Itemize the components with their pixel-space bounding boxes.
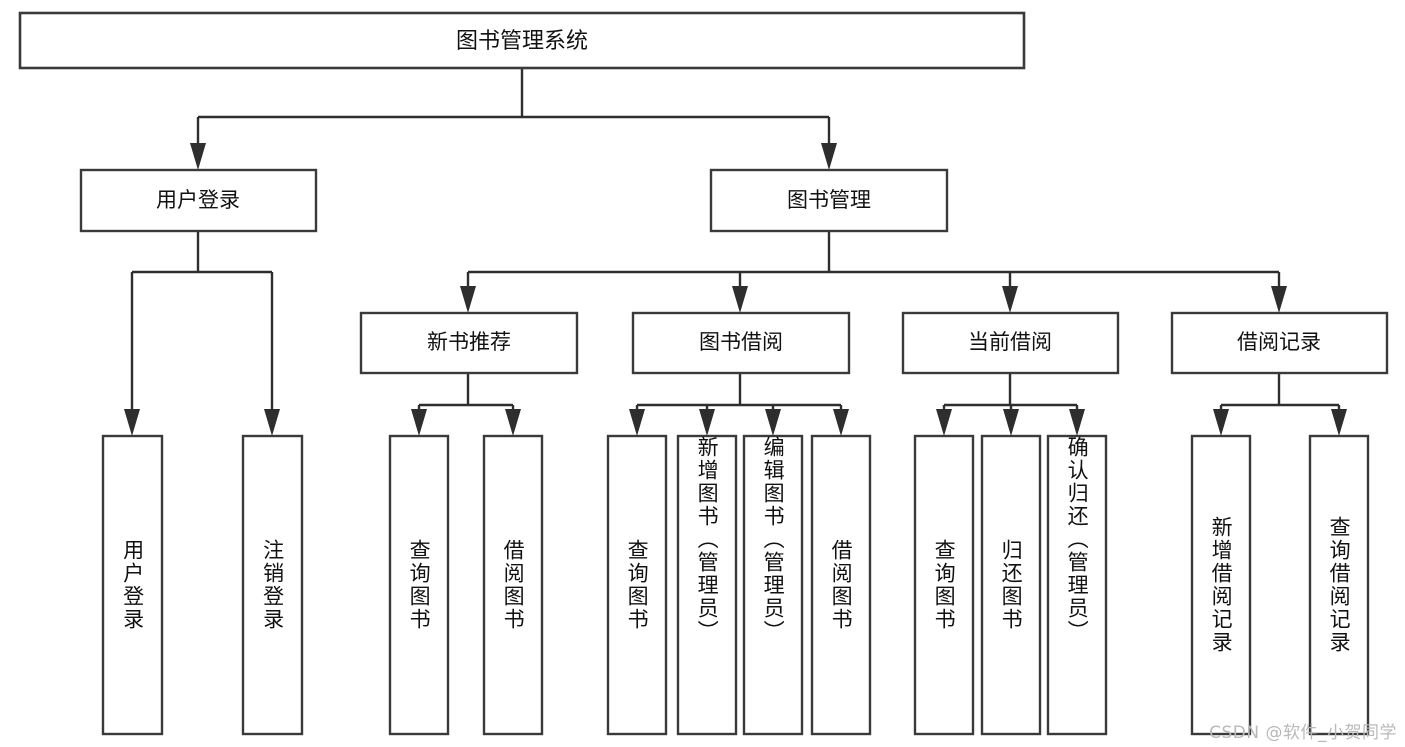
node-book-borrow[interactable]: 图书借阅 <box>631 311 851 375</box>
leaf-box-confirm-return[interactable] <box>1046 434 1108 736</box>
arrow-leaf-return-book <box>1003 409 1019 436</box>
node-new-book-recommend[interactable]: 新书推荐 <box>359 311 579 375</box>
node-new-book-recommend-label: 新书推荐 <box>427 330 511 354</box>
leaf-box-user-login[interactable] <box>101 434 164 736</box>
leaf-box-return-book[interactable] <box>980 434 1042 736</box>
leaf-box-layer <box>101 434 1370 736</box>
node-book-manage[interactable]: 图书管理 <box>709 168 949 233</box>
leaf-box-user-logout[interactable] <box>241 434 304 736</box>
arrow-leaf-edit-book <box>765 409 781 436</box>
node-root-label: 图书管理系统 <box>456 29 588 54</box>
leaf-box-borrow-book-1[interactable] <box>482 434 544 736</box>
arrow-leaf-query-book-2 <box>629 409 645 436</box>
arrow-leaf-user-logout <box>264 409 280 436</box>
arrow-leaf-borrow-book-2 <box>833 409 849 436</box>
arrow-book-manage <box>821 143 837 170</box>
arrow-book-borrow <box>732 286 748 313</box>
node-current-borrow-label: 当前借阅 <box>968 330 1052 354</box>
leaf-box-add-book[interactable] <box>676 434 738 736</box>
node-book-borrow-box[interactable] <box>631 311 851 375</box>
csdn-watermark: CSDN @软件_小贺同学 <box>1209 723 1397 743</box>
arrow-current-borrow <box>1002 286 1018 313</box>
node-current-borrow-box[interactable] <box>901 311 1120 375</box>
leaf-box-add-record[interactable] <box>1190 434 1252 736</box>
arrow-leaf-query-book-3 <box>936 409 952 436</box>
arrow-leaf-query-book-1 <box>411 409 427 436</box>
node-book-manage-box[interactable] <box>709 168 949 233</box>
node-current-borrow[interactable]: 当前借阅 <box>901 311 1120 375</box>
node-new-book-recommend-box[interactable] <box>359 311 579 375</box>
arrow-user-login <box>190 143 206 170</box>
leaf-box-query-book-3[interactable] <box>913 434 975 736</box>
arrow-leaf-add-book <box>699 409 715 436</box>
arrow-new-book-recommend <box>460 286 476 313</box>
arrow-leaf-query-record <box>1331 409 1347 436</box>
arrow-leaf-borrow-book-1 <box>505 409 521 436</box>
leaf-box-query-book-2[interactable] <box>606 434 668 736</box>
node-root-box[interactable] <box>18 11 1026 70</box>
arrow-borrow-record <box>1271 286 1287 313</box>
arrow-leaf-user-login <box>124 409 140 436</box>
node-book-manage-label: 图书管理 <box>787 188 871 212</box>
arrow-leaf-add-record <box>1213 409 1229 436</box>
leaf-box-borrow-book-2[interactable] <box>810 434 872 736</box>
node-user-login-box[interactable] <box>79 168 318 233</box>
node-borrow-record-label: 借阅记录 <box>1237 330 1321 354</box>
leaf-box-edit-book[interactable] <box>742 434 804 736</box>
node-borrow-record-box[interactable] <box>1170 311 1389 375</box>
leaf-box-query-book-1[interactable] <box>388 434 450 736</box>
node-root[interactable]: 图书管理系统 <box>18 11 1026 70</box>
node-book-borrow-label: 图书借阅 <box>699 330 783 354</box>
leaf-box-query-record[interactable] <box>1308 434 1370 736</box>
node-user-login-label: 用户登录 <box>156 188 240 212</box>
node-user-login[interactable]: 用户登录 <box>79 168 318 233</box>
arrow-leaf-confirm-return <box>1069 409 1085 436</box>
node-borrow-record[interactable]: 借阅记录 <box>1170 311 1389 375</box>
connector-layer <box>124 68 1347 436</box>
